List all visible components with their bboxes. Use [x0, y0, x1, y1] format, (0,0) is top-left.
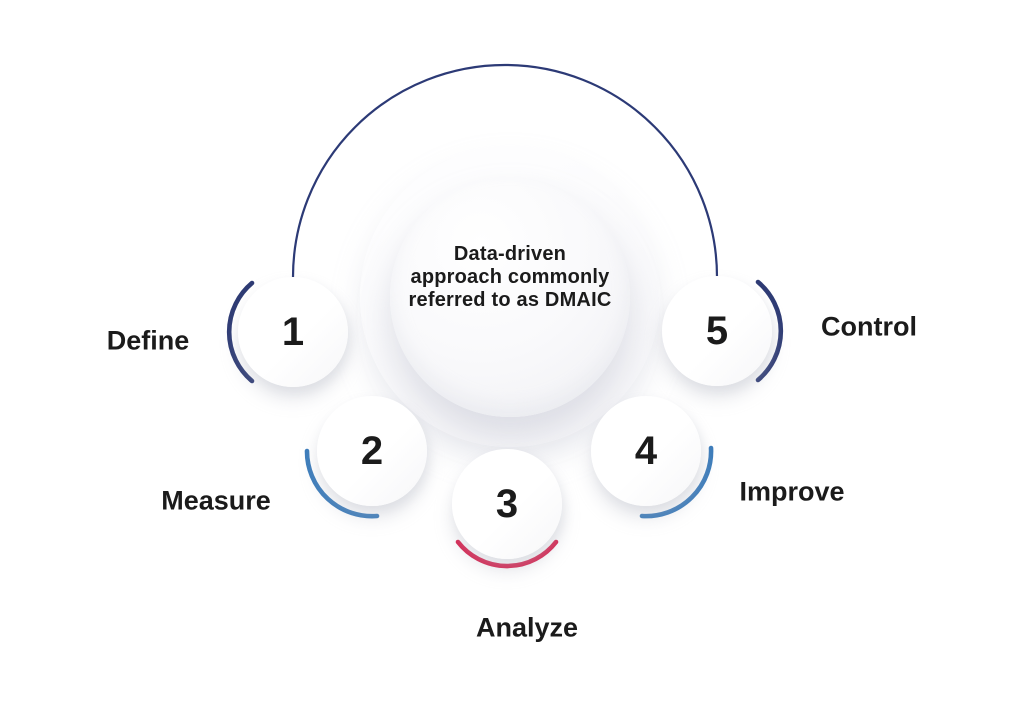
step-label-define: Define [106, 325, 190, 356]
central-circle [390, 177, 630, 417]
step-number-1: 1 [281, 309, 305, 354]
step-label-measure: Measure [161, 485, 271, 516]
step-circle-define: 1 [238, 277, 348, 387]
step-circle-improve: 4 [591, 396, 701, 506]
step-label-improve: Improve [739, 476, 845, 507]
control-arc [755, 279, 784, 383]
top-connector-arc [291, 63, 719, 279]
step-label-control: Control [821, 311, 917, 342]
define-arc [226, 280, 255, 384]
central-text-line-3: referred to as DMAIC [408, 289, 612, 311]
central-text: Data-driven approach commonly referred t… [390, 243, 630, 312]
step-circle-measure: 2 [317, 396, 427, 506]
improve-arc [639, 445, 714, 519]
step-label-analyze: Analyze [475, 612, 579, 643]
central-text-line-2: approach commonly [410, 266, 610, 288]
analyze-arc [455, 539, 559, 569]
central-text-line-1: Data-driven [453, 243, 567, 265]
step-circle-analyze: 3 [452, 449, 562, 559]
step-number-2: 2 [360, 428, 384, 473]
measure-arc [304, 448, 380, 519]
step-number-4: 4 [634, 428, 658, 473]
step-number-3: 3 [495, 481, 519, 526]
step-circle-control: 5 [662, 276, 772, 386]
step-number-5: 5 [705, 308, 729, 353]
